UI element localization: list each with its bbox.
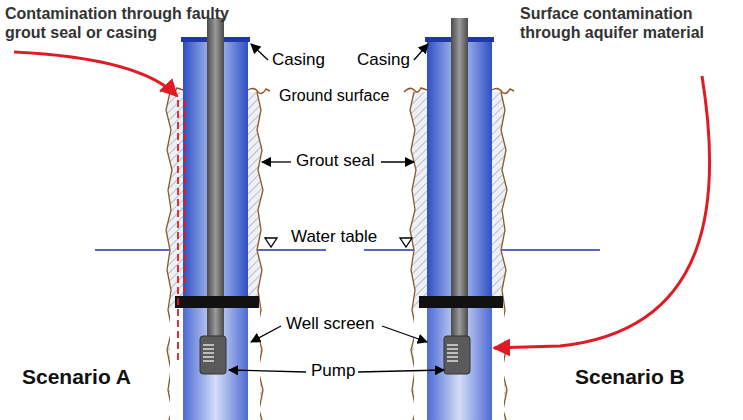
contamination-path	[184, 100, 186, 292]
part-label: Water table	[291, 227, 377, 247]
callout-heading: Surface contamination through aquifer ma…	[520, 4, 730, 42]
leader-lines	[229, 44, 444, 372]
well-a	[160, 18, 270, 420]
contamination-arrow	[14, 52, 177, 96]
part-label: Well screen	[286, 314, 375, 334]
part-label: Casing	[272, 50, 325, 70]
water-table-symbol	[400, 238, 412, 247]
part-label: Casing	[357, 50, 410, 70]
part-label: Grout seal	[296, 151, 374, 171]
contamination-path	[177, 100, 179, 362]
part-label: Ground surface	[279, 86, 389, 105]
scenario-title: Scenario B	[575, 364, 685, 389]
part-label: Pump	[311, 361, 355, 381]
scenario-title: Scenario A	[22, 364, 131, 389]
well-b	[404, 18, 514, 420]
contamination-arrow	[494, 76, 710, 348]
callout-heading: Contamination through faulty grout seal …	[5, 4, 241, 42]
water-table-symbol	[265, 238, 277, 247]
